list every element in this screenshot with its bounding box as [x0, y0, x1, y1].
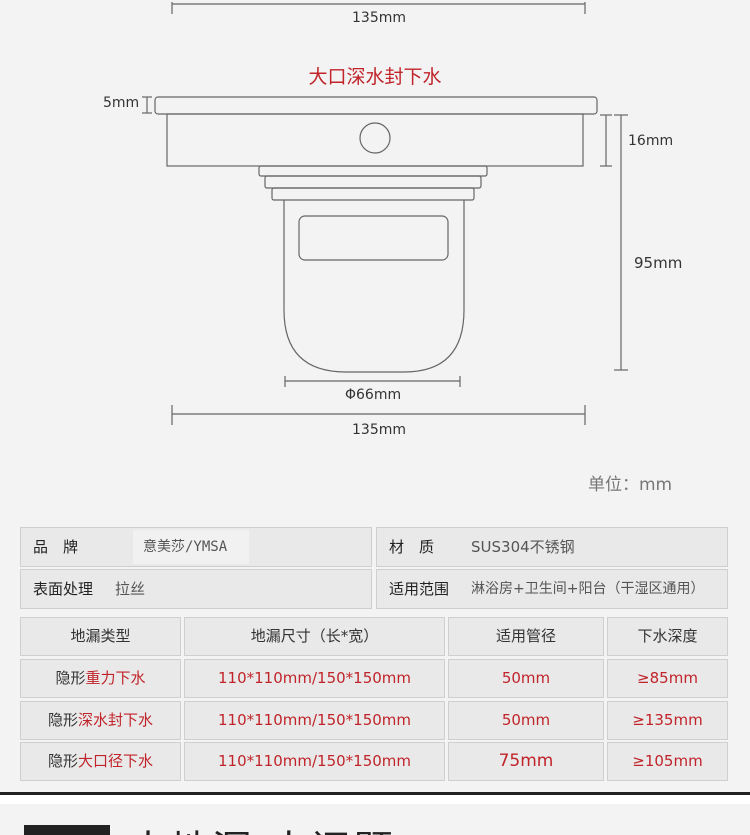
spec-brand: 品 牌 意美莎/YMSA: [20, 527, 372, 567]
section-badge: [24, 825, 110, 835]
spec-finish-key: 表面处理: [33, 580, 94, 598]
row-3-prefix: 隐形: [47, 752, 78, 770]
spec-brand-key: 品 牌: [33, 538, 79, 556]
table-row-3-type: 隐形大口径下水: [20, 742, 181, 781]
table-row-2-depth: ≥135mm: [607, 701, 728, 740]
spec-scope-value: 淋浴房+卫生间+阳台（干湿区通用）: [471, 581, 705, 597]
table-row-3-size: 110*110mm/150*150mm: [184, 742, 445, 781]
spec-material: 材 质 SUS304不锈钢: [376, 527, 728, 567]
spec-scope-key: 适用范围: [389, 580, 450, 598]
table-header-pipe: 适用管径: [448, 617, 604, 656]
table-row-1-pipe: 50mm: [448, 659, 604, 698]
brand-chip: [133, 530, 249, 564]
drain-technical-drawing: [142, 2, 628, 425]
body-height-label: 16mm: [628, 133, 674, 149]
spec-scope: 适用范围 淋浴房+卫生间+阳台（干湿区通用）: [376, 569, 728, 609]
spec-finish: 表面处理 拉丝: [20, 569, 372, 609]
spec-material-value: SUS304不锈钢: [471, 538, 575, 556]
table-row-2-type: 隐形深水封下水: [20, 701, 181, 740]
section-divider: [0, 792, 750, 804]
next-section-heading: 大地漏 大问题: [128, 818, 395, 835]
total-depth-label: 95mm: [634, 254, 683, 272]
top-width-label: 135mm: [352, 10, 406, 26]
bottom-width-label: 135mm: [352, 422, 406, 438]
table-row-1-type: 隐形重力下水: [20, 659, 181, 698]
spec-finish-value: 拉丝: [115, 580, 146, 598]
row-1-prefix: 隐形: [55, 669, 86, 687]
table-header-type: 地漏类型: [20, 617, 181, 656]
flange-thickness-label: 5mm: [103, 95, 140, 111]
table-row-3-pipe: 75mm: [448, 742, 604, 781]
pipe-diameter-label: Φ66mm: [345, 387, 402, 403]
table-row-1-depth: ≥85mm: [607, 659, 728, 698]
product-title: 大口深水封下水: [308, 66, 442, 88]
table-row-2-pipe: 50mm: [448, 701, 604, 740]
row-3-type: 大口径下水: [78, 752, 154, 770]
unit-label: 单位：mm: [588, 475, 673, 495]
table-row-3-depth: ≥105mm: [607, 742, 728, 781]
row-2-type: 深水封下水: [78, 711, 154, 729]
table-row-2-size: 110*110mm/150*150mm: [184, 701, 445, 740]
spec-brand-value: 意美莎/YMSA: [143, 539, 228, 555]
table-row-1-size: 110*110mm/150*150mm: [184, 659, 445, 698]
table-header-depth: 下水深度: [607, 617, 728, 656]
next-section-band: 大地漏 大问题: [0, 804, 750, 835]
table-header-size: 地漏尺寸（长*宽）: [184, 617, 445, 656]
spec-material-key: 材 质: [389, 538, 435, 556]
row-1-type: 重力下水: [85, 669, 146, 687]
row-2-prefix: 隐形: [47, 711, 78, 729]
